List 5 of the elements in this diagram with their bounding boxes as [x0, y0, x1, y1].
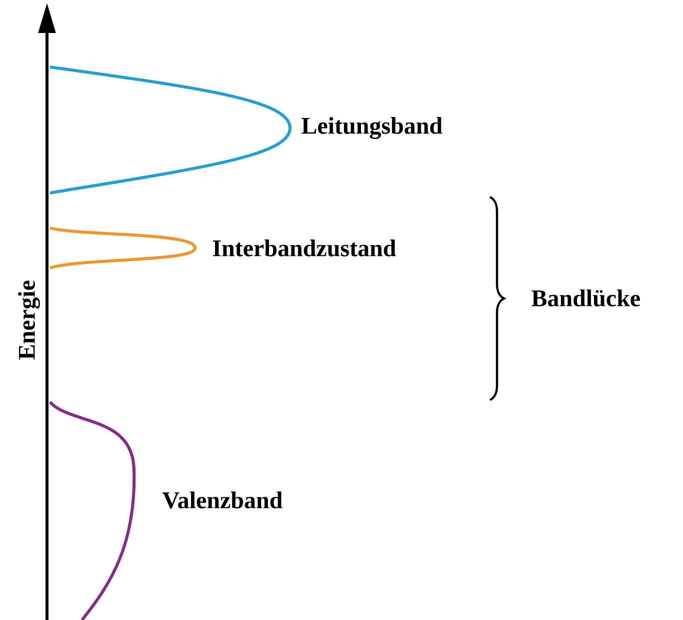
band-label: Leitungsband [302, 117, 442, 139]
gap-label: Bandlücke [532, 290, 640, 306]
band-label: Valenzband [162, 491, 282, 508]
band-label: Interbandzustand [213, 240, 396, 256]
axis-label: Energie [18, 280, 40, 360]
